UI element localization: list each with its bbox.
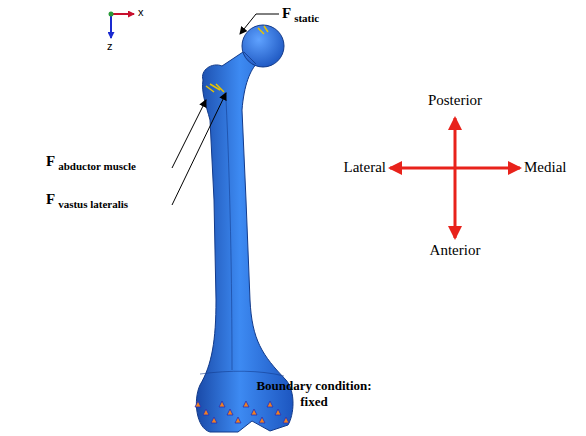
fixed-marker [235,417,241,423]
femur [196,25,293,432]
force-subscript: static [294,12,319,24]
force-subscript: vastus lateralis [58,198,128,210]
fixed-marker [283,417,289,423]
force-symbol: F [46,191,55,207]
force-label: Fvastus lateralis [46,190,128,210]
fixed-marker [195,401,201,407]
fixed-marker [243,401,249,407]
axis-label: z [107,40,113,52]
leader-lines [172,14,279,205]
boundary-label: Boundary condition: fixed [247,378,382,411]
fixed-marker [267,401,273,407]
force-subscript: abductor muscle [58,160,136,172]
fixed-marker [251,409,257,415]
axis-label: x [138,6,144,18]
fixed-marker [275,409,281,415]
direction-label: Anterior [430,242,481,259]
direction-label: Medial [524,159,567,176]
axis-triad [109,12,135,39]
force-symbol: F [282,5,291,21]
fixed-marker [203,409,209,415]
fixed-marker [227,409,233,415]
direction-label: Posterior [428,92,482,109]
direction-compass [390,118,520,238]
fixed-marker [219,401,225,407]
force-label: Fabductor muscle [46,152,136,172]
fixed-marker [259,417,265,423]
direction-label: Lateral [344,159,386,176]
force-symbol: F [46,153,55,169]
force-label: Fstatic [282,4,319,24]
boundary-markers [195,401,289,423]
fixed-marker [211,417,217,423]
